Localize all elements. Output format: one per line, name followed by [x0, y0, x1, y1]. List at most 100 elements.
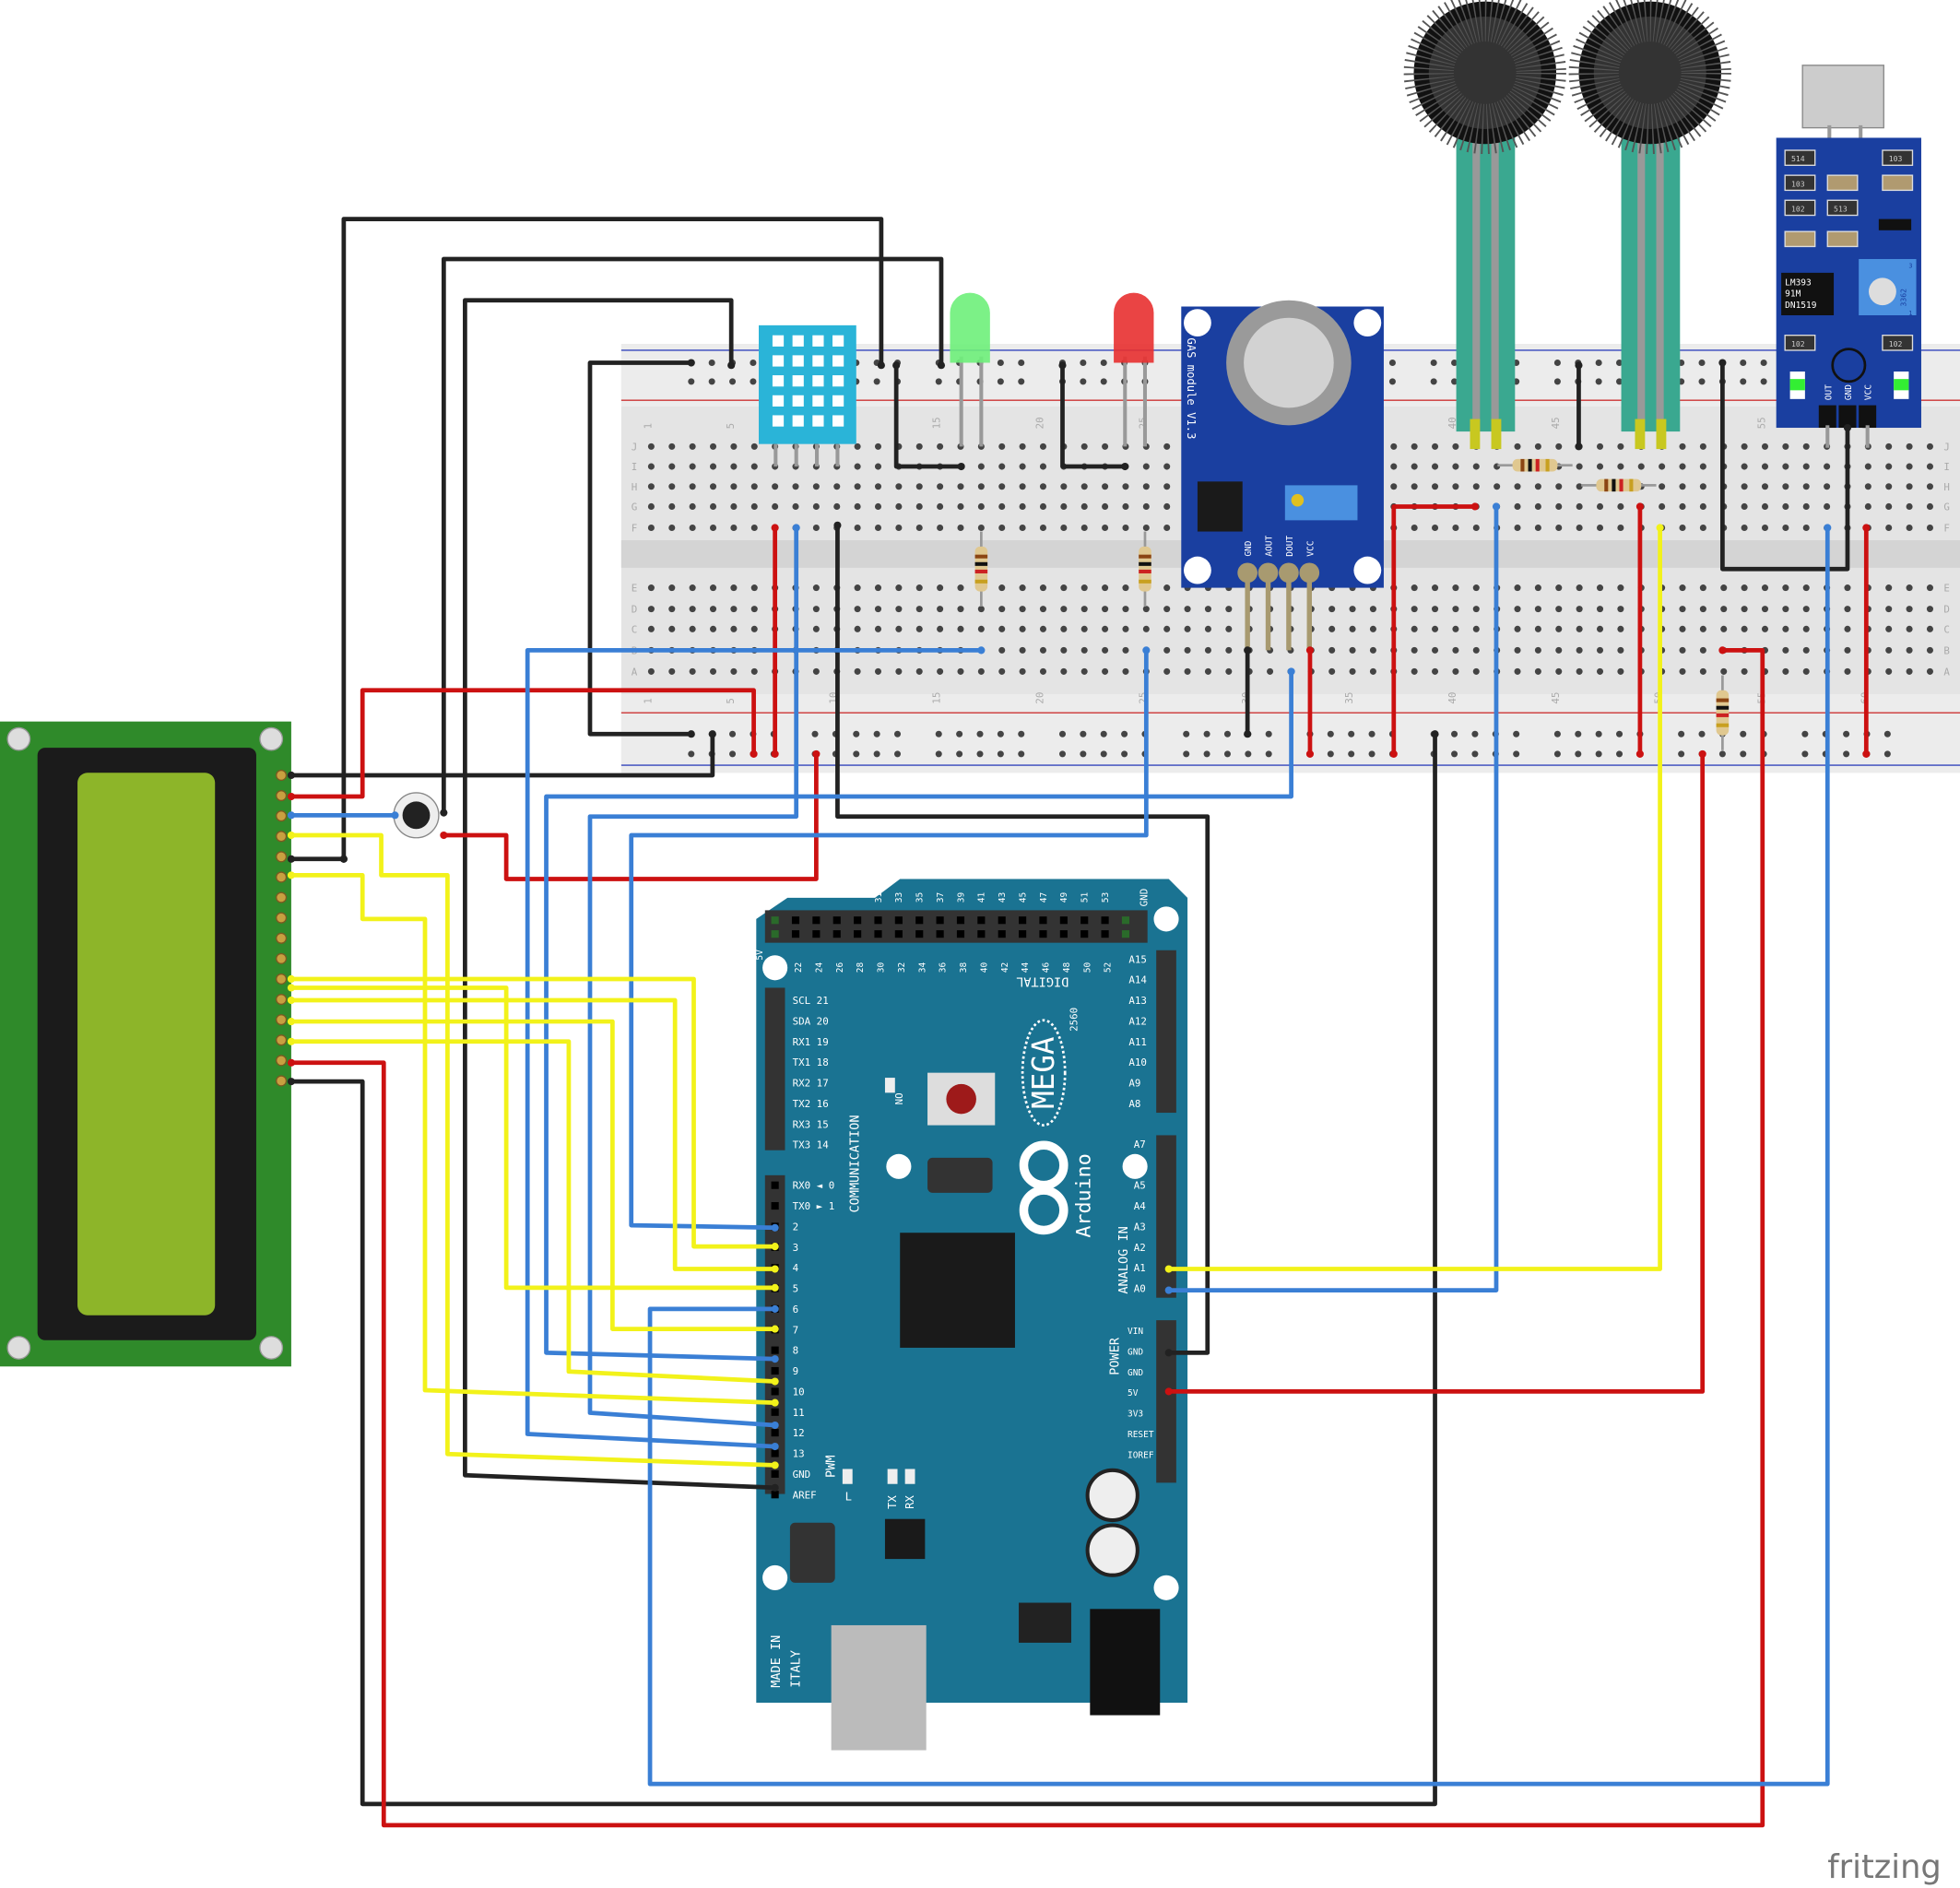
breadboard-hole	[1824, 463, 1831, 470]
mount-hole	[1353, 556, 1382, 584]
breadboard-hole	[689, 625, 696, 632]
resistor	[1139, 531, 1151, 607]
breadboard-hole	[1369, 667, 1376, 675]
breadboard-hole	[874, 667, 882, 675]
row-letter: J	[1943, 441, 1950, 453]
breadboard-hole	[1844, 625, 1851, 632]
breadboard-hole	[1679, 502, 1686, 510]
smd-resistor	[1882, 149, 1914, 166]
power-rail-hole	[1801, 730, 1809, 738]
breadboard-hole	[1102, 646, 1109, 654]
green-led	[950, 292, 990, 447]
breadboard-hole	[1514, 667, 1521, 675]
sound-pin-header	[1818, 405, 1836, 429]
pin-label: 32	[897, 962, 907, 973]
header-pin	[771, 1201, 779, 1210]
breadboard-hole	[709, 625, 717, 632]
pin-label: 39	[956, 892, 966, 903]
breadboard-hole	[1782, 606, 1789, 613]
wire-end	[771, 1421, 779, 1430]
resistor-band	[1528, 458, 1532, 472]
breadboard-hole	[1761, 502, 1769, 510]
power-rail-hole	[1718, 750, 1726, 758]
breadboard-hole	[1699, 606, 1706, 613]
wire-end	[1121, 462, 1129, 471]
signal-led	[1894, 379, 1909, 391]
power-rail-hole	[1698, 359, 1706, 367]
breadboard-hole	[915, 584, 923, 592]
breadboard-hole	[1885, 667, 1893, 675]
resistor-band	[1612, 478, 1616, 492]
breadboard-hole	[812, 606, 820, 613]
power-rail-hole	[1100, 730, 1107, 738]
breadboard-hole	[1782, 442, 1789, 450]
fsr-active-area	[1568, 0, 1731, 155]
power-rail-hole	[1471, 730, 1479, 738]
pin-label: 9	[793, 1365, 799, 1377]
breadboard-hole	[998, 584, 1006, 592]
breadboard-hole	[730, 463, 738, 470]
breadboard-hole	[1142, 606, 1150, 613]
wire-yellow	[290, 976, 775, 1249]
wire-end	[287, 855, 295, 863]
breadboard-hole	[1864, 502, 1871, 510]
breadboard-hole	[1926, 625, 1933, 632]
breadboard-hole	[1472, 584, 1480, 592]
reset-button-cap[interactable]	[946, 1083, 976, 1115]
resistor-band	[1520, 458, 1525, 472]
pin-label: TX0 ► 1	[793, 1200, 835, 1212]
power-rail-hole	[1223, 750, 1231, 758]
pin-label: A7	[1134, 1139, 1146, 1150]
power-rail-hole	[1883, 750, 1891, 758]
breadboard-hole	[957, 524, 964, 532]
column-number: 15	[931, 417, 943, 429]
breadboard-hole	[1163, 625, 1171, 632]
breadboard-hole	[1060, 584, 1068, 592]
row-letter: E	[1943, 583, 1950, 595]
header-pin	[771, 1181, 779, 1189]
pot-knob[interactable]	[402, 801, 431, 830]
pin-label: 53	[1101, 892, 1111, 903]
pin-label: TX2 16	[793, 1098, 829, 1110]
breadboard-hole	[1555, 524, 1563, 532]
breadboard-hole	[750, 667, 758, 675]
gas-pin-leg	[1265, 572, 1271, 651]
breadboard-hole	[977, 606, 985, 613]
dht11-vent	[832, 335, 844, 347]
mount-hole	[1184, 556, 1211, 584]
gas-module-title: GAS module V1.3	[1185, 337, 1198, 439]
wire-end	[937, 361, 946, 370]
icsp-header-usb	[789, 1522, 835, 1583]
breadboard-hole	[668, 606, 676, 613]
icsp-header	[927, 1157, 993, 1193]
gas-pin-label: AOUT	[1265, 536, 1275, 557]
sound-pot-knob[interactable]	[1869, 277, 1896, 306]
wire-end	[957, 462, 965, 471]
breadboard-hole	[1555, 584, 1563, 592]
wire-end	[287, 871, 295, 879]
breadboard-hole	[957, 606, 964, 613]
contrast-potentiometer[interactable]	[393, 792, 440, 839]
dht11-vent	[832, 355, 844, 367]
rx-label: RX	[903, 1495, 916, 1509]
breadboard-hole	[915, 442, 923, 450]
power-rail-hole	[1471, 750, 1479, 758]
breadboard-hole	[1802, 442, 1810, 450]
breadboard-hole	[1204, 667, 1211, 675]
resistor-band	[974, 561, 988, 566]
pin-label: A12	[1128, 1015, 1147, 1027]
pin-label: TX1 18	[793, 1056, 829, 1068]
5v-top-label: 5V	[755, 950, 765, 961]
pin-label: 31	[874, 892, 884, 903]
breadboard-hole	[1906, 606, 1913, 613]
breadboard-hole	[1802, 463, 1810, 470]
header-pin	[832, 930, 841, 938]
power-rail-hole	[1430, 378, 1437, 385]
lcd-pin	[275, 810, 288, 822]
power-rail-hole	[1348, 730, 1355, 738]
pot-screw[interactable]	[1291, 493, 1305, 507]
header-pin	[936, 916, 944, 925]
breadboard-hole	[874, 625, 882, 632]
tx-label: TX	[886, 1495, 899, 1509]
